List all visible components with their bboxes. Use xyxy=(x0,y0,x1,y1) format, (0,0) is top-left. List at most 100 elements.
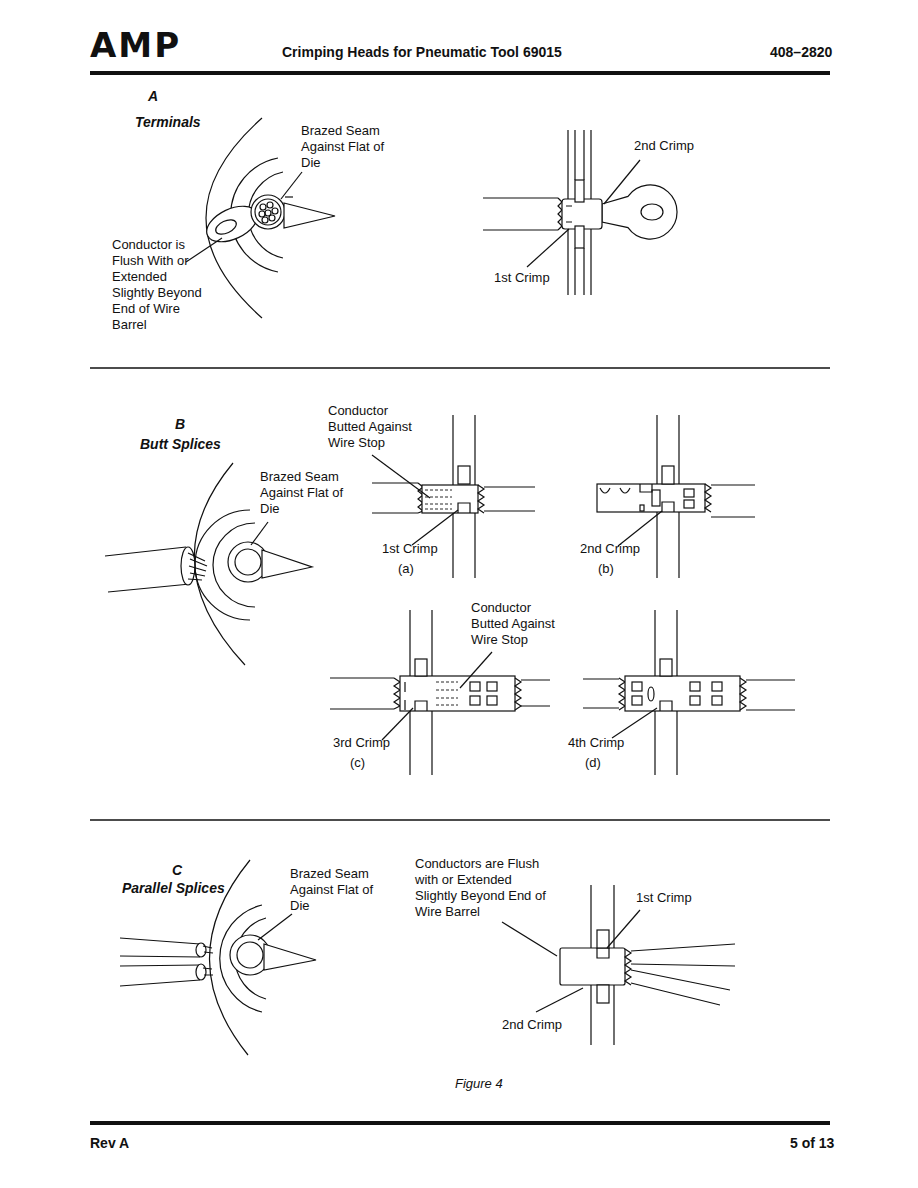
butt-splice-crimp-d xyxy=(583,610,795,775)
document-number: 408–2820 xyxy=(770,44,832,60)
parallel-splice-die-illustration-part xyxy=(196,964,206,980)
butt-splice-crimp-c-part xyxy=(415,659,427,676)
callout-note: Conductors are Flush with or Extended Sl… xyxy=(415,856,550,920)
crimp-label: 1st Crimp xyxy=(636,890,692,906)
crimp-label: 1st Crimp xyxy=(494,270,550,286)
butt-splice-die-illustration-part xyxy=(235,549,261,575)
butt-splice-die-illustration-part xyxy=(262,550,312,578)
butt-splice-crimp-b-part xyxy=(711,485,755,517)
page-rules-part xyxy=(90,367,830,369)
leader-line-part xyxy=(372,455,430,498)
section-letter: C xyxy=(172,862,182,878)
butt-splice-crimp-c-part xyxy=(470,682,480,691)
leader-line-part xyxy=(618,511,662,546)
company-logo: AMP xyxy=(90,28,181,62)
butt-splice-crimp-d-part xyxy=(740,678,746,710)
parallel-splice-crimp-illustration-part xyxy=(625,949,631,985)
page-number: 5 of 13 xyxy=(790,1135,834,1151)
parallel-splice-die-illustration-part xyxy=(196,943,206,957)
terminal-die-illustration-part xyxy=(267,202,273,208)
parallel-splice-crimp-illustration xyxy=(560,885,735,1045)
butt-splice-crimp-b-part xyxy=(684,489,694,497)
parallel-splice-crimp-illustration-part xyxy=(597,930,609,948)
parallel-splice-die-illustration xyxy=(120,860,316,1055)
terminal-die-illustration-part xyxy=(269,215,275,221)
butt-splice-crimp-a-part xyxy=(425,490,452,509)
crimp-label: 2nd Crimp xyxy=(502,1017,562,1033)
leader-line-part xyxy=(527,229,569,267)
butt-splice-crimp-a-part xyxy=(458,503,470,513)
butt-splice-crimp-d-part xyxy=(619,678,625,710)
butt-splice-crimp-a-part xyxy=(484,487,535,511)
parallel-splice-die-illustration-part xyxy=(237,942,263,968)
callout-note: Brazed Seam Against Flat of Die xyxy=(301,123,387,171)
crimp-label: 3rd Crimp xyxy=(333,735,390,751)
butt-splice-crimp-d-part xyxy=(625,676,740,711)
leader-line-part xyxy=(258,914,292,940)
terminal-die-illustration-part xyxy=(213,217,238,237)
leader-line-part xyxy=(186,238,222,262)
terminal-die-illustration-part xyxy=(251,195,285,229)
butt-splice-crimp-b-part xyxy=(640,505,644,511)
page-rules-part xyxy=(90,1121,830,1125)
butt-splice-crimp-c-part xyxy=(515,678,521,710)
crimp-label: 4th Crimp xyxy=(568,735,624,751)
leader-line-part xyxy=(251,522,268,545)
butt-splice-crimp-d-part xyxy=(648,687,654,701)
leader-line-part xyxy=(412,510,458,545)
callout-note: Brazed Seam Against Flat of Die xyxy=(290,866,376,914)
butt-splice-crimp-d-part xyxy=(712,682,722,691)
butt-splice-crimp-b-part xyxy=(600,488,630,493)
callout-note: Conductor Butted Against Wire Stop xyxy=(471,600,559,648)
crimp-label: 1st Crimp xyxy=(382,541,438,557)
crimp-label: 2nd Crimp xyxy=(634,138,694,154)
leader-line-part xyxy=(536,988,583,1012)
leader-line-part xyxy=(604,160,640,204)
leader-line xyxy=(618,511,662,546)
terminal-crimp-illustration-part xyxy=(575,180,584,202)
terminal-crimp-illustration-part xyxy=(641,204,663,220)
step-label: (b) xyxy=(598,561,614,577)
parallel-splice-crimp-illustration-part xyxy=(597,985,609,1003)
terminal-crimp-illustration-part xyxy=(575,226,584,248)
terminal-crimp-illustration-part xyxy=(483,198,558,230)
butt-splice-crimp-d-part xyxy=(632,682,642,691)
butt-splice-crimp-a-part xyxy=(478,485,484,513)
callout-note: Brazed Seam Against Flat of Die xyxy=(260,469,346,517)
section-heading: Butt Splices xyxy=(140,436,221,452)
butt-splice-crimp-c-part xyxy=(404,682,405,710)
butt-splice-crimp-d-part xyxy=(712,696,722,705)
terminal-crimp-illustration-part xyxy=(562,199,602,229)
terminal-crimp-illustration xyxy=(483,130,677,295)
terminal-die-illustration-part xyxy=(285,196,293,197)
leader-line xyxy=(527,160,640,267)
butt-splice-crimp-b-part xyxy=(652,490,660,506)
butt-splice-crimp-d-part xyxy=(660,701,672,711)
butt-splice-crimp-c-part xyxy=(487,682,497,691)
leader-line-part xyxy=(502,922,557,956)
parallel-splice-die-illustration-part xyxy=(120,938,200,957)
butt-splice-crimp-d-part xyxy=(583,679,619,708)
butt-splice-die-illustration-part xyxy=(105,547,190,592)
butt-splice-crimp-a-part xyxy=(372,483,418,513)
butt-splice-crimp-c-part xyxy=(487,696,497,705)
parallel-splice-die-illustration-part xyxy=(264,944,316,970)
butt-splice-crimp-d-part xyxy=(690,682,700,691)
butt-splice-crimp-c-part xyxy=(330,678,394,709)
butt-splice-crimp-d-part xyxy=(660,659,672,676)
leader-line xyxy=(186,172,302,262)
terminal-die-illustration-part xyxy=(262,217,268,223)
step-label: (d) xyxy=(585,755,601,771)
callout-note: Conductor Butted Against Wire Stop xyxy=(328,403,416,451)
butt-splice-die-illustration-part xyxy=(188,553,207,580)
terminal-die-illustration-part xyxy=(255,199,281,225)
leader-line-part xyxy=(612,708,657,738)
butt-splice-crimp-c-part xyxy=(400,676,515,711)
leader-line xyxy=(258,914,292,940)
leader-line-part xyxy=(281,172,302,199)
page-rules xyxy=(90,73,830,1123)
butt-splice-crimp-b-part xyxy=(684,500,694,508)
butt-splice-crimp-d-part xyxy=(632,696,642,705)
